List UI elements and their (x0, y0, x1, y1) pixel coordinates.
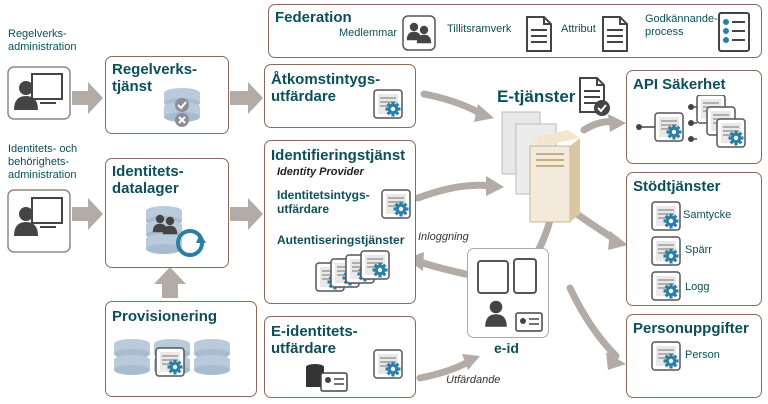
regelverkstjanst-title: Regelverks- tjänst (112, 61, 197, 95)
label-line: Regelverks- (8, 28, 67, 40)
identitetsdatalager-box: Identitets- datalager (105, 158, 229, 268)
person-item: Person (685, 349, 720, 361)
federation-godkannande-label: Godkännande- process (645, 13, 718, 39)
server-stack-icon (501, 111, 580, 223)
identity-database-icon (146, 206, 206, 257)
title-line: Åtkomstintygs- (271, 71, 381, 88)
regelverkstjanst-box: Regelverks- tjänst (105, 56, 229, 134)
devices-person-icon (477, 258, 543, 332)
document-check-icon (579, 77, 610, 116)
federation-medlemmar-label: Medlemmar (339, 27, 398, 39)
identifiering-box: Identifieringstjänst Identity Provider I… (264, 140, 416, 304)
certificate-gear-icon (651, 271, 683, 303)
stod-item-sparr: Spärr (685, 244, 712, 256)
stod-title: Stödtjänster (633, 178, 721, 195)
identifiering-title: Identifieringstjänst (271, 147, 406, 164)
flow-arrows (72, 82, 263, 298)
certificate-gear-icon (651, 201, 683, 233)
certificate-gear-icon (651, 236, 683, 268)
api-box: API Säkerhet (626, 70, 762, 164)
api-title: API Säkerhet (633, 76, 726, 93)
title-line: tjänst (112, 78, 153, 95)
document-icon (602, 16, 628, 52)
atkomst-box: Åtkomstintygs- utfärdare (264, 64, 416, 128)
label-line: administration (8, 169, 77, 181)
provisioning-database-icon (114, 339, 230, 392)
title-line: Identitetsintygs- (277, 188, 370, 202)
checklist-icon (718, 12, 750, 52)
arrow-regelverk-to-atkomst (230, 82, 263, 114)
federation-attribut-label: Attribut (561, 23, 596, 35)
identifiering-subtitle: Identity Provider (277, 166, 364, 178)
etjanster-title: E-tjänster (497, 87, 576, 106)
eidentitet-title: E-identitets- utfärdare (271, 323, 358, 357)
id-card-database-icon (306, 364, 348, 392)
members-icon (402, 15, 436, 51)
label-identitets-admin: Identitets- och behörighets- administrat… (8, 143, 77, 182)
title-line: Identitets- (112, 163, 184, 180)
label-line: behörighets- (8, 156, 70, 168)
arrow-admin-to-identitet (72, 198, 103, 230)
certificate-gear-icon (373, 89, 405, 121)
utfardande-label: Utfärdande (446, 374, 501, 386)
title-line: utfärdare (271, 340, 337, 357)
stod-box: Stödtjänster Samtycke Spärr Logg (626, 172, 762, 306)
arrow-admin-to-regelverk (72, 82, 103, 114)
federation-title: Federation (275, 9, 352, 26)
title-line: E-identitets- (271, 323, 358, 340)
authentication-services-icon (315, 249, 391, 295)
title-line: datalager (112, 180, 179, 197)
certificate-gear-icon (373, 349, 405, 381)
label-line: Godkännande- (645, 13, 718, 25)
autentisering-label: Autentiseringstjänster (277, 233, 405, 247)
identitetsintygs-label: Identitetsintygs- utfärdare (277, 188, 370, 216)
federation-tillitsramverk-label: Tillitsramverk (447, 23, 512, 35)
person-title: Personuppgifter (633, 320, 749, 337)
title-line: utfärdare (277, 202, 330, 216)
eid-device-box (467, 248, 549, 338)
stod-item-logg: Logg (685, 281, 710, 293)
api-security-network-icon (636, 95, 759, 159)
label-regelverks-admin: Regelverks- administration (8, 28, 76, 54)
label-line: administration (8, 41, 77, 53)
provisionering-box: Provisionering (105, 301, 257, 397)
eid-title: e-id (494, 340, 519, 356)
person-box: Personuppgifter Person (626, 314, 762, 398)
document-icon (526, 16, 552, 52)
database-check-icon (164, 88, 200, 127)
federation-box: Federation Medlemmar Tillitsramverk Attr… (268, 4, 762, 58)
eidentitet-box: E-identitets- utfärdare (264, 316, 416, 398)
inloggning-label: Inloggning (418, 231, 469, 243)
arrow-provisionering-up (154, 267, 186, 298)
label-line: Identitets- och (8, 143, 78, 155)
arrow-identitet-to-identifiering (230, 198, 263, 230)
certificate-gear-icon (381, 189, 413, 221)
provisionering-title: Provisionering (112, 308, 218, 325)
stod-item-samtycke: Samtycke (683, 209, 732, 221)
title-line: Regelverks- (112, 61, 198, 78)
certificate-gear-icon (651, 341, 683, 373)
admin-icon-bottom (7, 189, 71, 253)
identitetsdatalager-title: Identitets- datalager (112, 163, 184, 197)
title-line: utfärdare (271, 88, 337, 105)
atkomst-title: Åtkomstintygs- utfärdare (271, 71, 380, 105)
label-line: process (645, 26, 684, 38)
admin-icon-top (7, 66, 71, 120)
